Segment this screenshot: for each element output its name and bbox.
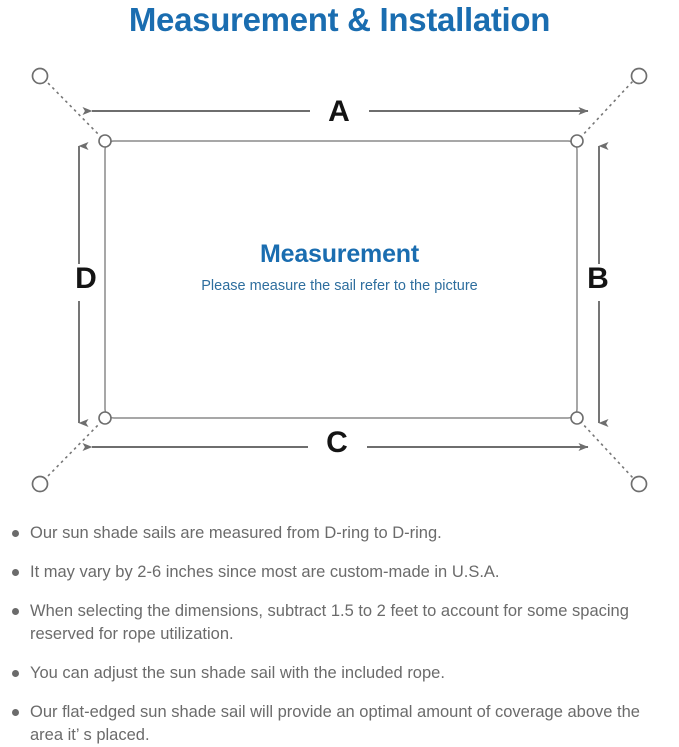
sail-diagram-svg [31, 67, 648, 493]
notes-list: Our sun shade sails are measured from D-… [0, 522, 679, 747]
list-item: Our flat-edged sun shade sail will provi… [0, 701, 679, 747]
list-item-text: Our flat-edged sun shade sail will provi… [30, 703, 640, 744]
anchor-points [31, 67, 648, 493]
bullet-dot-icon [12, 608, 19, 615]
bullet-dot-icon [12, 709, 19, 716]
d-ring-bottom-right-icon [570, 411, 584, 425]
list-item: You can adjust the sun shade sail with t… [0, 662, 679, 685]
dimension-label-b: B [587, 262, 609, 295]
rope-bottom-right-line [579, 420, 634, 479]
dimension-label-c: C [326, 426, 348, 459]
d-ring-top-left-icon [98, 134, 112, 148]
sail-shape [104, 140, 578, 419]
anchor-bottom-right-icon [630, 475, 648, 493]
rope-top-right-line [579, 80, 634, 139]
list-item-text: Our sun shade sails are measured from D-… [30, 524, 442, 542]
dimension-label-a: A [328, 95, 350, 128]
anchor-bottom-left-icon [31, 475, 49, 493]
diagram-center-title: Measurement [260, 240, 419, 268]
sail-diagram [0, 48, 679, 518]
bullet-dot-icon [12, 670, 19, 677]
dimension-label-d: D [75, 262, 97, 295]
rope-top-left-line [45, 80, 103, 139]
diagram-center-subtitle: Please measure the sail refer to the pic… [201, 278, 478, 294]
list-item: Our sun shade sails are measured from D-… [0, 522, 679, 545]
list-item: When selecting the dimensions, subtract … [0, 600, 679, 646]
page-title: Measurement & Installation [128, 1, 551, 38]
list-item-text: You can adjust the sun shade sail with t… [30, 664, 445, 682]
bullet-dot-icon [12, 569, 19, 576]
anchor-top-left-icon [31, 67, 49, 85]
list-item: It may vary by 2-6 inches since most are… [0, 561, 679, 584]
d-rings [98, 134, 584, 425]
list-item-text: When selecting the dimensions, subtract … [30, 602, 629, 643]
rope-lines [45, 80, 634, 479]
rope-bottom-left-line [45, 420, 103, 479]
list-item-text: It may vary by 2-6 inches since most are… [30, 563, 500, 581]
d-ring-bottom-left-icon [98, 411, 112, 425]
anchor-top-right-icon [630, 67, 648, 85]
bullet-dot-icon [12, 530, 19, 537]
d-ring-top-right-icon [570, 134, 584, 148]
